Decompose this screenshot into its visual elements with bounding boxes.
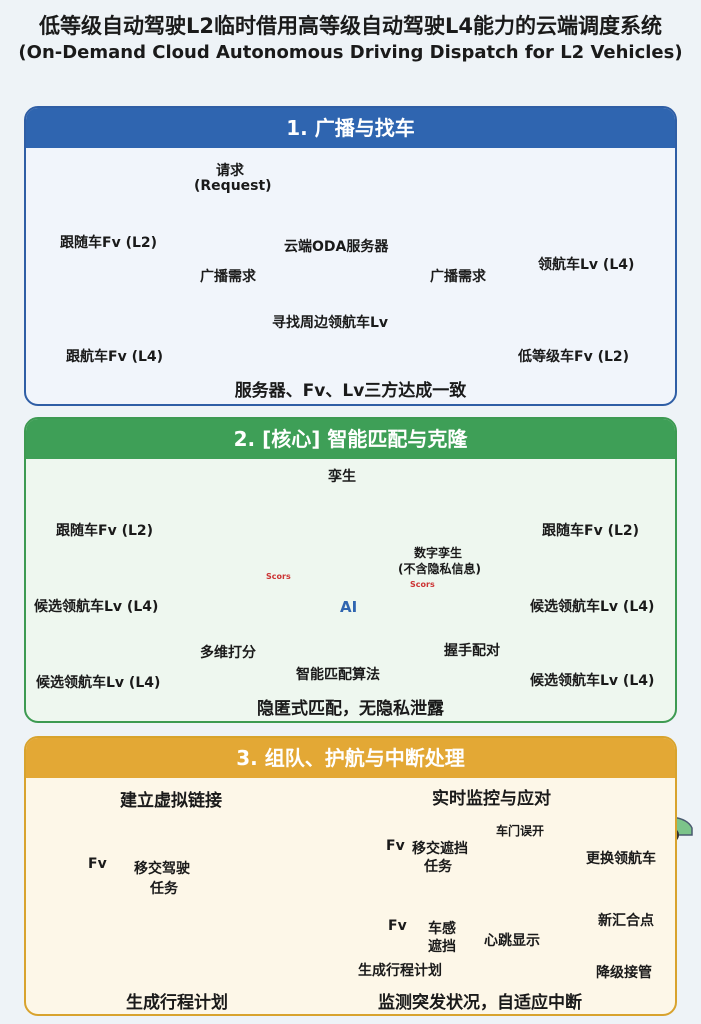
transfer-line2: 任务 bbox=[424, 859, 452, 875]
plan-right-label: 生成行程计划 bbox=[358, 963, 442, 979]
broadcast-right-label: 广播需求 bbox=[430, 269, 486, 285]
section1-heading: 1. 广播与找车 bbox=[26, 108, 675, 148]
fv2-label: Fv bbox=[386, 838, 405, 854]
follower-l2-label: 跟随车Fv (L2) bbox=[60, 235, 158, 251]
algorithm-label: 智能匹配算法 bbox=[296, 667, 380, 683]
request-label: 请求 bbox=[216, 163, 244, 179]
monitor-label: 监测突发状况，自适应中断 bbox=[378, 993, 582, 1013]
section1-panel: 1. 广播与找车 bbox=[24, 106, 677, 406]
handshake-label: 握手配对 bbox=[444, 643, 500, 659]
section3-panel: 3. 组队、护航与中断处理 bbox=[24, 736, 677, 1016]
follower-l4-label: 跟航车Fv (L4) bbox=[66, 349, 164, 365]
ai-label: AI bbox=[340, 598, 358, 616]
new-meet-label: 新汇合点 bbox=[598, 913, 654, 929]
section2-panel: 2. [核心] 智能匹配与克隆 bbox=[24, 417, 677, 723]
right-item-1: 跟随车Fv (L2) bbox=[542, 523, 640, 539]
left-item-2: 候选领航车Lv (L4) bbox=[34, 599, 159, 615]
agreement-label: 服务器、Fv、Lv三方达成一致 bbox=[234, 381, 467, 401]
left-item-1: 跟随车Fv (L2) bbox=[56, 523, 154, 539]
realtime-label: 实时监控与应对 bbox=[432, 789, 551, 809]
switch-leader-label: 更换领航车 bbox=[586, 851, 656, 867]
page-title: 低等级自动驾驶L2临时借用高等级自动驾驶L4能力的云端调度系统 bbox=[39, 14, 662, 38]
door-label: 车门误开 bbox=[496, 824, 545, 838]
plan-left-label: 生成行程计划 bbox=[126, 993, 228, 1013]
transfer-line1: 移交遮挡 bbox=[412, 841, 468, 857]
sensor-line1: 车感 bbox=[428, 921, 456, 937]
server-label: 云端ODA服务器 bbox=[284, 239, 389, 255]
page-subtitle: (On-Demand Cloud Autonomous Driving Disp… bbox=[18, 42, 683, 63]
fv3-label: Fv bbox=[388, 918, 407, 934]
score-tag-left: Scors bbox=[266, 572, 291, 581]
twin-label: 孪生 bbox=[328, 469, 356, 485]
broadcast-left-label: 广播需求 bbox=[200, 269, 256, 285]
downgrade-label: 降级接管 bbox=[596, 965, 652, 981]
digital-twin-label: 数字孪生 bbox=[414, 546, 463, 560]
request-en-label: (Request) bbox=[194, 178, 272, 194]
fv-label: Fv bbox=[88, 856, 107, 872]
right-item-2: 候选领航车Lv (L4) bbox=[530, 599, 655, 615]
handover-line1: 移交驾驶 bbox=[134, 861, 190, 877]
section2-heading: 2. [核心] 智能匹配与克隆 bbox=[26, 419, 675, 459]
section2-footer: 隐匿式匹配，无隐私泄露 bbox=[257, 699, 444, 719]
leader-l4-label: 领航车Lv (L4) bbox=[538, 257, 635, 273]
find-nearby-label: 寻找周边领航车Lv bbox=[272, 315, 389, 331]
right-item-3: 候选领航车Lv (L4) bbox=[530, 673, 655, 689]
multi-score-label: 多维打分 bbox=[200, 645, 256, 661]
left-item-3: 候选领航车Lv (L4) bbox=[36, 675, 161, 691]
score-tag-right: Scors bbox=[410, 580, 435, 589]
heartbeat-label: 心跳显示 bbox=[484, 933, 540, 949]
low-level-label: 低等级车Fv (L2) bbox=[518, 349, 630, 365]
virtual-link-label: 建立虚拟链接 bbox=[120, 791, 222, 811]
handover-line2: 任务 bbox=[150, 881, 178, 897]
section3-heading: 3. 组队、护航与中断处理 bbox=[26, 738, 675, 778]
digital-twin-note: (不含隐私信息) bbox=[398, 562, 481, 576]
sensor-line2: 遮挡 bbox=[428, 939, 456, 955]
